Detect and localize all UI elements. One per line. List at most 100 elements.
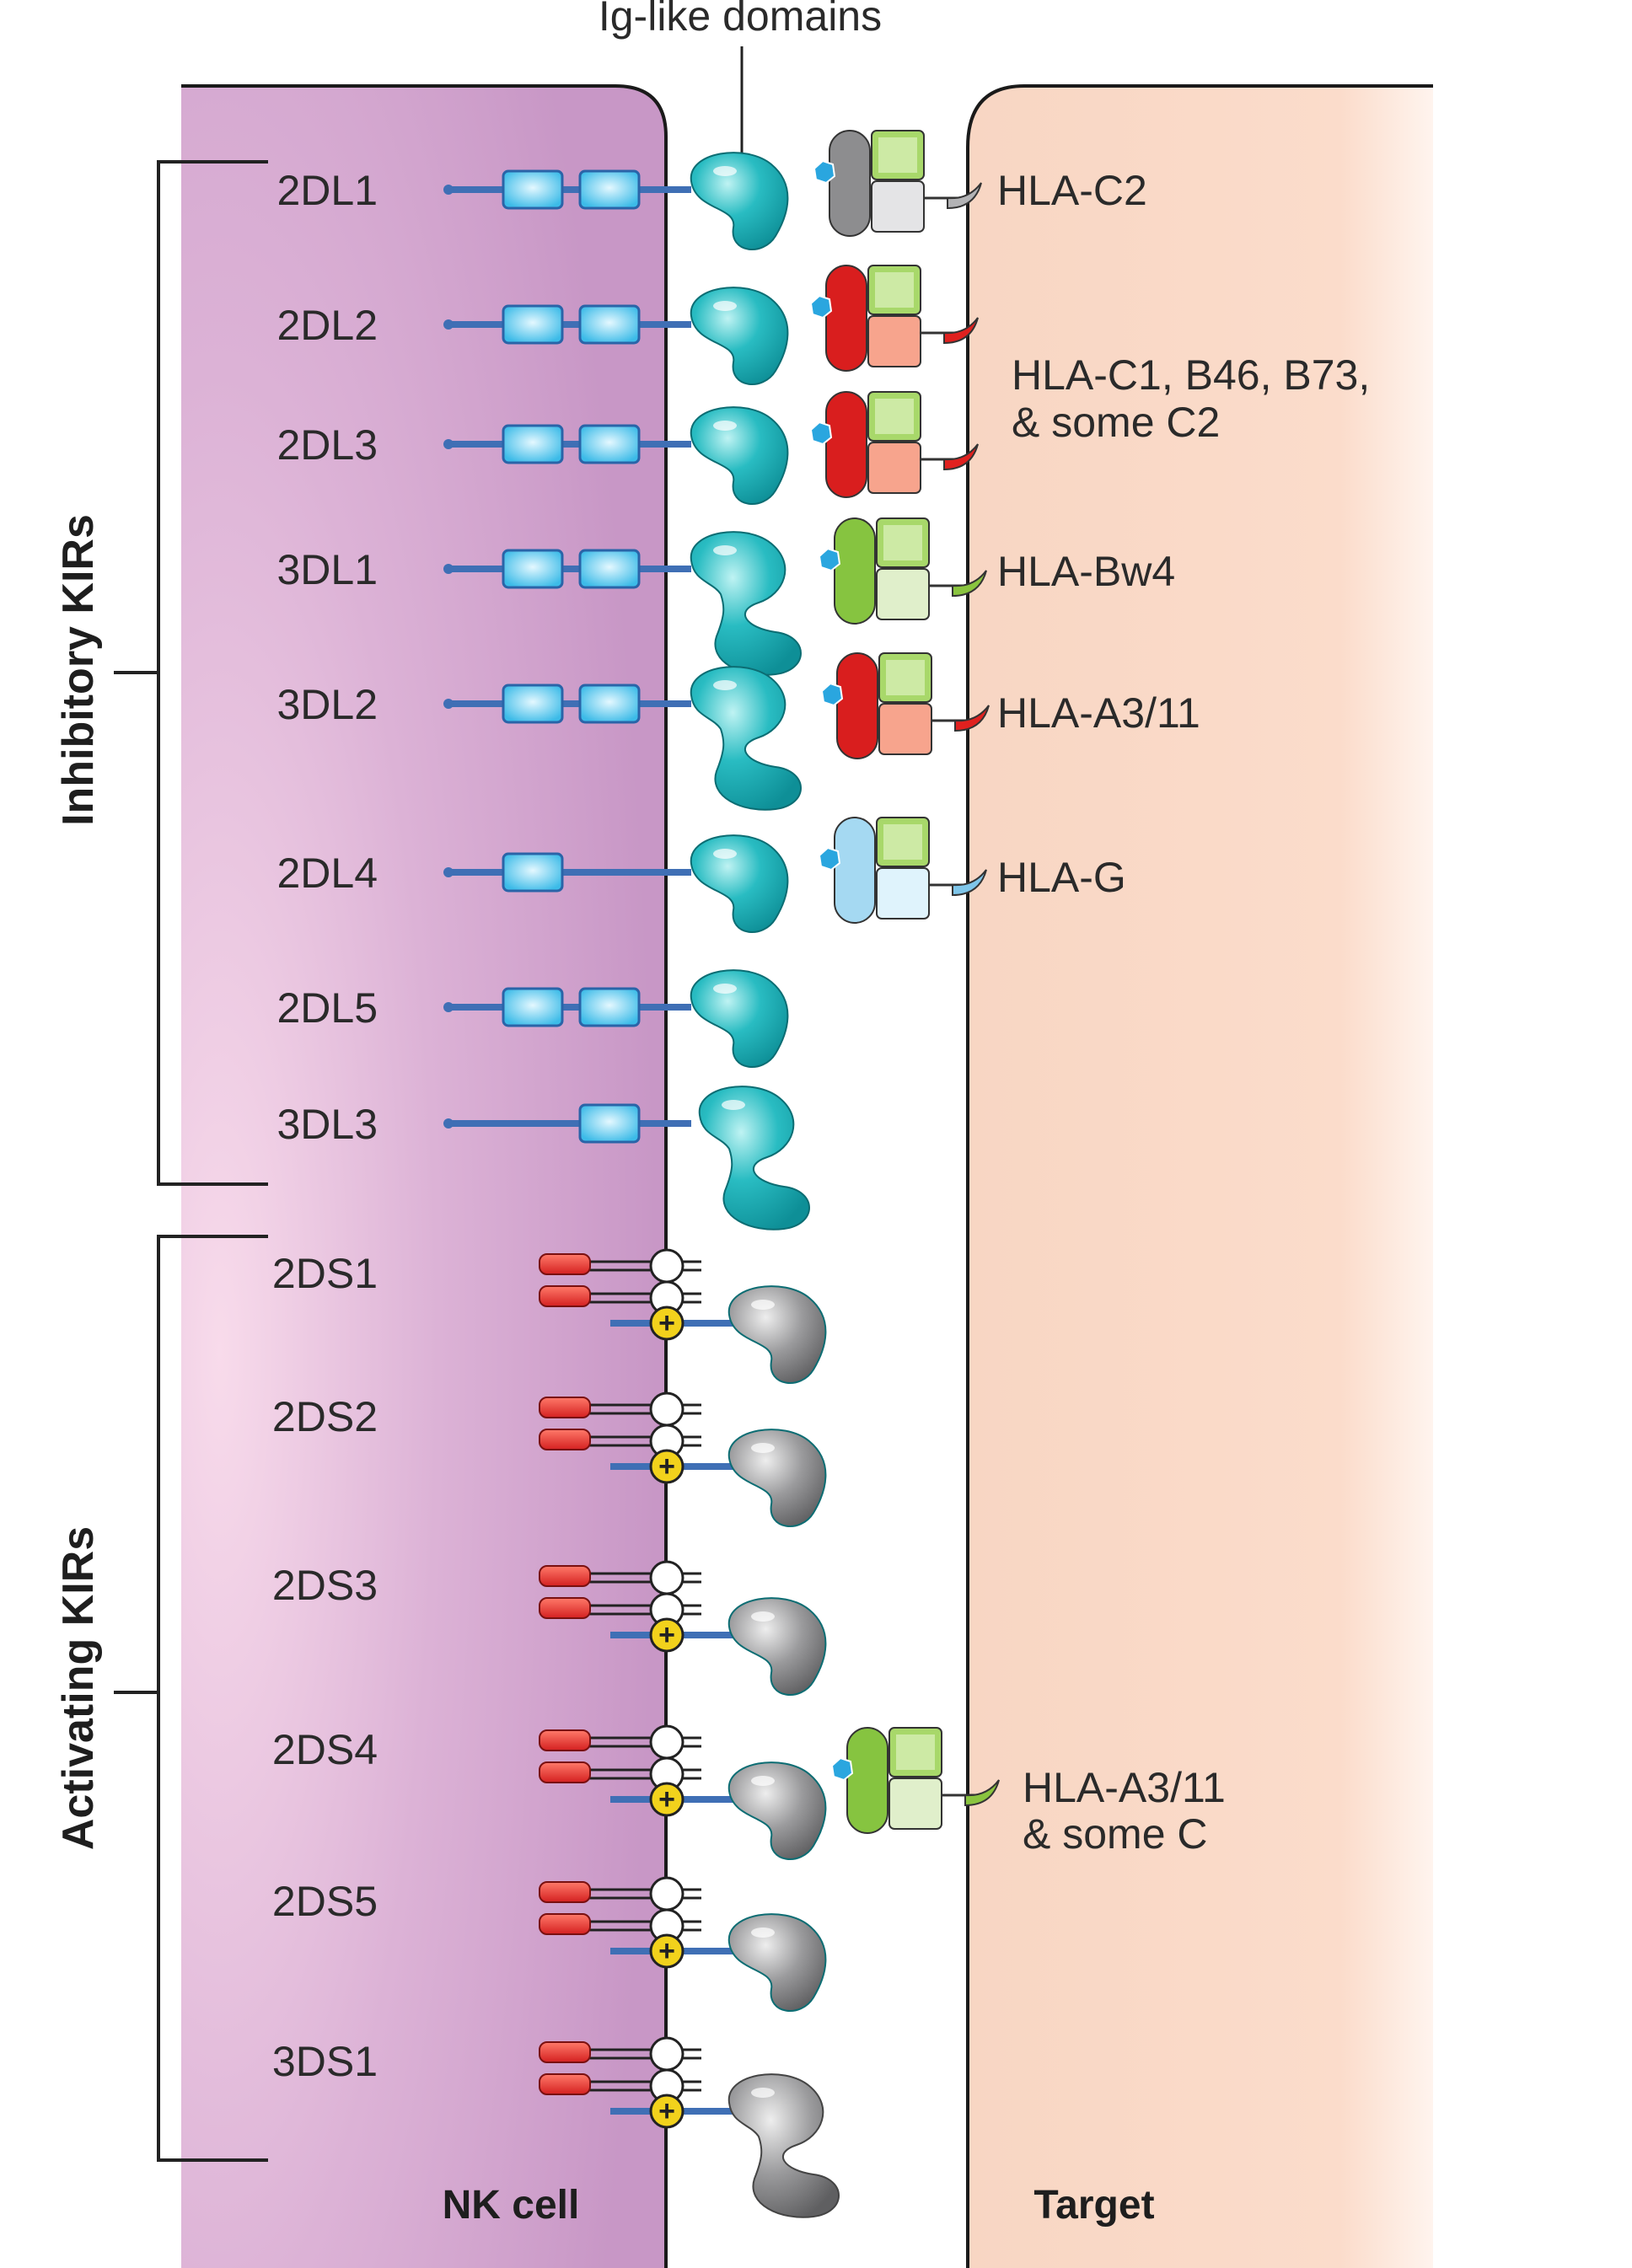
itim-box — [578, 304, 641, 345]
ig-domain — [727, 1761, 827, 1860]
ig-domain-highlight — [713, 545, 737, 555]
activating-kir-2ds1: 2DS1+ — [272, 1248, 827, 1384]
kir-name-label: 3DL1 — [276, 546, 378, 593]
dap12-tm-circle — [649, 1876, 684, 1911]
ig-domain-highlight — [713, 849, 737, 859]
ig-domain — [698, 1086, 810, 1231]
ig-domain — [690, 834, 789, 933]
hla-alpha3-domain — [846, 1727, 888, 1834]
itim-box — [578, 987, 641, 1027]
itam-box — [539, 1881, 591, 1903]
hla-alpha-domain — [871, 180, 925, 233]
ig-domain — [690, 969, 789, 1068]
hla-molecule-green — [830, 1727, 1000, 1834]
inhibitory-kir-2dl3: 2DL3 — [276, 406, 789, 505]
receptor-layer: 2DL12DL22DL33DL13DL22DL42DL53DL32DS1+2DS… — [272, 152, 840, 2218]
target-cell — [968, 86, 1433, 2268]
target-membrane — [966, 84, 1433, 2268]
itim-box — [502, 987, 564, 1027]
hla-alpha-domain — [888, 1777, 942, 1830]
itim-box — [578, 549, 641, 589]
ligand-label-hla-a3-11: HLA-A3/11 — [997, 689, 1200, 737]
receptor-tail-end — [443, 1118, 454, 1129]
inhibitory-kirs-label: Inhibitory KIRs — [54, 514, 103, 826]
ig-domains-label: Ig-like domains — [599, 0, 882, 40]
ig-domain — [690, 666, 802, 811]
receptor-tail-end — [443, 867, 454, 877]
activating-bracket — [114, 1235, 268, 2162]
hla-tail — [943, 317, 979, 345]
itam-box — [539, 1761, 591, 1783]
ig-domain-highlight — [751, 1776, 775, 1786]
hla-tail — [943, 443, 979, 471]
hla-alpha-domain — [867, 442, 921, 494]
charge-symbol: + — [658, 1783, 675, 1815]
b2m-highlight — [875, 399, 914, 434]
ig-domain-highlight — [713, 984, 737, 994]
inhibitory-kir-2dl1: 2DL1 — [276, 152, 789, 250]
ig-domain-highlight — [751, 1443, 775, 1453]
peptide-icon — [813, 159, 836, 185]
itim-box — [578, 1103, 641, 1144]
peptide-icon — [809, 421, 833, 446]
activating-kir-3ds1: 3DS1 + — [272, 2036, 840, 2218]
dap12-tm-circle — [649, 1248, 684, 1284]
hla-alpha3-domain — [834, 817, 876, 924]
charge-symbol: + — [658, 1307, 675, 1339]
b2m-highlight — [886, 660, 925, 695]
kir-name-label: 2DL2 — [276, 302, 378, 349]
hla-alpha3-domain — [829, 130, 871, 237]
hla-molecule-red — [809, 391, 979, 498]
ig-domain-highlight — [713, 421, 737, 431]
ig-domain-highlight — [713, 301, 737, 311]
activating-kir-2ds3: 2DS3+ — [272, 1560, 827, 1696]
itim-box — [578, 169, 641, 210]
itam-box — [539, 1429, 591, 1450]
itim-box — [502, 424, 564, 464]
kir-name-label: 2DS5 — [272, 1878, 378, 1925]
inhibitory-kir-3dl1: 3DL1 — [276, 531, 802, 676]
charge-symbol: + — [658, 2095, 675, 2127]
kir-name-label: 2DL3 — [276, 421, 378, 469]
inhibitory-kir-3dl3: 3DL3 — [276, 1086, 810, 1231]
receptor-tail-end — [443, 185, 454, 195]
dap12-tm-circle — [649, 1724, 684, 1760]
kir-name-label: 3DL2 — [276, 681, 378, 728]
inhibitory-kir-2dl4: 2DL4 — [276, 834, 789, 933]
ligand-label-some-c: & some C — [1023, 1810, 1208, 1858]
ligand-label-hla-c2: HLA-C2 — [997, 167, 1147, 214]
hla-tail — [954, 705, 990, 732]
ig-domain — [690, 287, 789, 385]
receptor-tail-end — [443, 1002, 454, 1012]
hla-alpha3-domain — [825, 265, 867, 372]
kir-name-label: 2DL1 — [276, 167, 378, 214]
kir-name-label: 2DS2 — [272, 1393, 378, 1440]
peptide-icon — [809, 294, 833, 319]
hla-molecule-red — [809, 265, 979, 372]
b2m-highlight — [883, 525, 922, 560]
charged-residue — [649, 1449, 684, 1484]
hla-tail — [964, 1779, 1000, 1807]
dap12-tm-circle — [649, 2036, 684, 2072]
itim-box — [578, 424, 641, 464]
itam-box — [539, 1913, 591, 1935]
charged-residue — [649, 1782, 684, 1817]
b2m-highlight — [896, 1735, 935, 1770]
itam-box — [539, 1565, 591, 1587]
ig-domain — [727, 1913, 827, 2012]
itam-box — [539, 2073, 591, 2095]
peptide-icon — [830, 1756, 854, 1782]
charged-residue — [649, 1306, 684, 1341]
b2m-highlight — [883, 824, 922, 860]
ig-domain-highlight — [713, 680, 737, 690]
ig-domain — [690, 531, 802, 676]
kir-name-label: 2DS3 — [272, 1562, 378, 1609]
itim-box — [502, 304, 564, 345]
hla-alpha3-domain — [836, 652, 878, 759]
itim-box — [502, 684, 564, 724]
hla-alpha-domain — [878, 703, 932, 755]
itam-box — [539, 1253, 591, 1275]
ligand-label-hla-a3-11-activating: HLA-A3/11 — [1023, 1764, 1226, 1811]
kir-name-label: 3DS1 — [272, 2038, 378, 2085]
